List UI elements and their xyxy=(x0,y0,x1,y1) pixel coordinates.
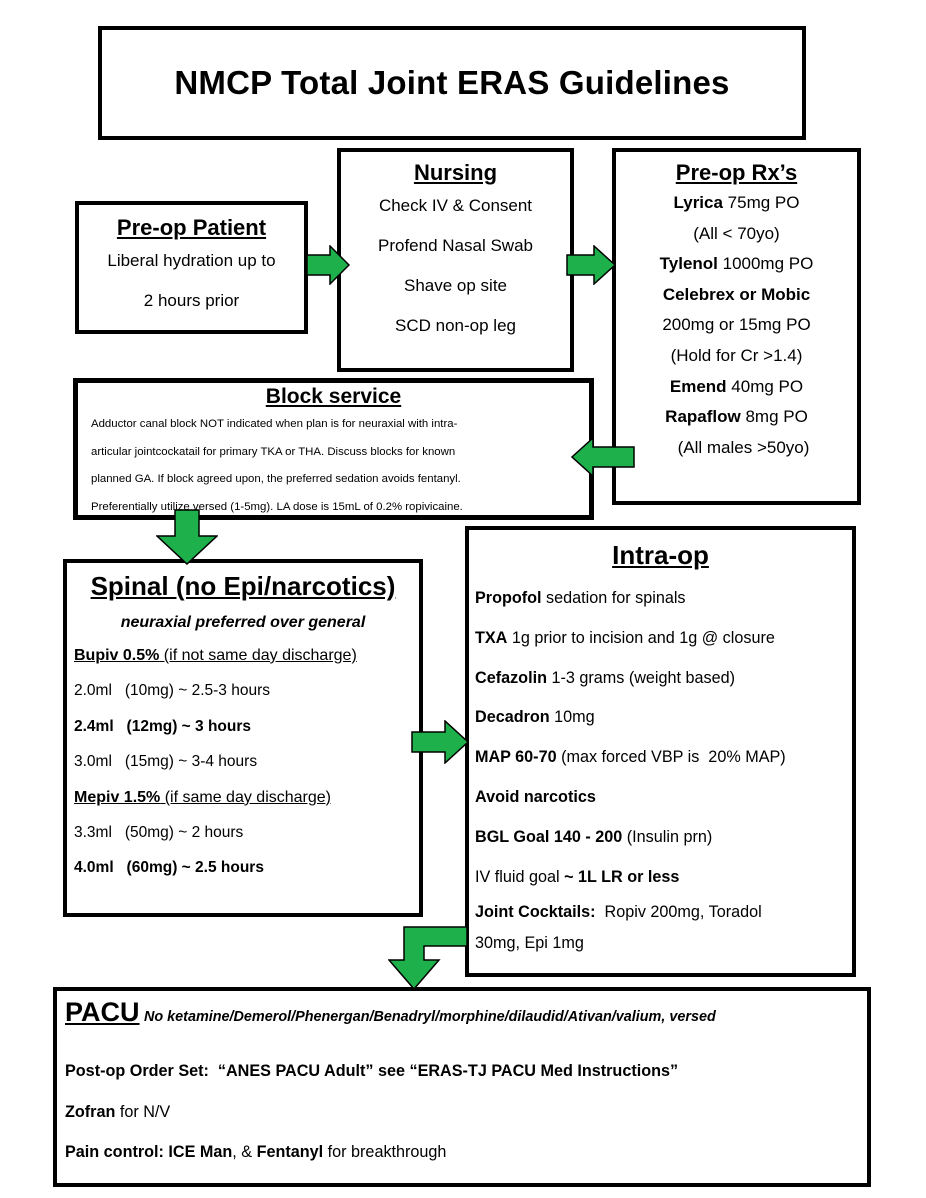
pacu-heading: PACU xyxy=(65,997,140,1027)
celebrex-note: (Hold for Cr >1.4) xyxy=(670,345,803,365)
bgl-line: BGL Goal 140 - 200 (Insulin prn) xyxy=(475,818,852,858)
cefazolin-line: Cefazolin 1-3 grams (weight based) xyxy=(475,659,852,699)
pacu-header: PACU No ketamine/Demerol/Phenergan/Benad… xyxy=(65,997,716,1028)
decadron-line: Decadron 10mg xyxy=(475,698,852,738)
emend-name: Emend xyxy=(669,376,727,396)
arrow-bent-down-icon xyxy=(388,926,468,990)
nursing-heading: Nursing xyxy=(413,160,498,185)
tylenol-name: Tylenol xyxy=(659,254,718,274)
spinal-box: Spinal (no Epi/narcotics) neuraxial pref… xyxy=(63,559,423,917)
mepiv-dose-row: 4.0ml (60mg) ~ 2.5 hours xyxy=(74,859,264,877)
iv-fluid-goal: ~ 1L LR or less xyxy=(564,867,680,886)
page-title: NMCP Total Joint ERAS Guidelines xyxy=(174,64,730,101)
celebrex-dose: 200mg or 15mg PO xyxy=(662,315,811,335)
propofol-detail: sedation for spinals xyxy=(541,589,686,607)
arrow-right-icon xyxy=(566,245,616,285)
nursing-item: SCD non-op leg xyxy=(395,316,516,335)
decadron-detail: 10mg xyxy=(549,708,595,727)
fentanyl-name: Fentanyl xyxy=(256,1143,324,1161)
lyrica-line: Lyrica 75mg PO xyxy=(616,188,857,219)
bupiv-dose-row: 2.4ml (12mg) ~ 3 hours xyxy=(74,717,252,735)
rapaflow-line: Rapaflow 8mg PO xyxy=(616,402,857,433)
zofran-line: Zofran for N/V xyxy=(65,1092,678,1133)
nursing-item: Shave op site xyxy=(403,276,507,295)
cefazolin-name: Cefazolin xyxy=(475,668,547,687)
preop-patient-box: Pre-op Patient Liberal hydration up to 2… xyxy=(75,201,308,334)
block-service-line: Adductor canal block NOT indicated when … xyxy=(91,418,458,430)
map-target: MAP 60-70 xyxy=(475,748,557,767)
joint-cocktail-line2: 30mg, Epi 1mg xyxy=(475,934,584,953)
pacu-box: PACU No ketamine/Demerol/Phenergan/Benad… xyxy=(53,987,871,1187)
zofran-name: Zofran xyxy=(65,1102,116,1121)
preop-rx-box: Pre-op Rx’s Lyrica 75mg PO (All < 70yo) … xyxy=(612,148,861,505)
decadron-name: Decadron xyxy=(475,708,550,727)
arrow-down-icon xyxy=(156,509,218,565)
lyrica-dose: 75mg PO xyxy=(722,193,800,212)
celebrex-name: Celebrex or Mobic xyxy=(662,284,811,304)
spinal-subheading: neuraxial preferred over general xyxy=(120,614,366,631)
joint-cocktail-label: Joint Cocktails: xyxy=(475,903,596,922)
bupiv-condition: (if not same day discharge) xyxy=(159,647,357,664)
intra-op-heading: Intra-op xyxy=(612,540,709,570)
pain-control-label: Pain control: ICE Man xyxy=(65,1143,233,1161)
block-service-box: Block service Adductor canal block NOT i… xyxy=(73,378,594,520)
cefazolin-detail: 1-3 grams (weight based) xyxy=(546,668,735,687)
block-service-line: Preferentially utilize versed (1-5mg). L… xyxy=(91,500,463,513)
mepiv-heading: Mepiv 1.5% (if same day discharge) xyxy=(74,780,419,815)
propofol-name: Propofol xyxy=(475,589,542,607)
joint-cocktail-detail: Ropiv 200mg, Toradol xyxy=(595,903,762,922)
txa-line: TXA 1g prior to incision and 1g @ closur… xyxy=(475,619,852,659)
txa-detail: 1g prior to incision and 1g @ closure xyxy=(507,628,775,647)
nursing-item: Check IV & Consent xyxy=(378,196,533,215)
bupiv-dose-row: 2.0ml (10mg) ~ 2.5-3 hours xyxy=(74,682,270,700)
propofol-line: Propofol sedation for spinals xyxy=(475,579,852,619)
nursing-item: Profend Nasal Swab xyxy=(378,236,533,255)
arrow-right-icon xyxy=(306,245,350,285)
preop-patient-line1: Liberal hydration up to xyxy=(107,251,276,270)
lyrica-note: (All < 70yo) xyxy=(693,223,780,243)
preop-rx-heading: Pre-op Rx’s xyxy=(675,160,798,185)
mepiv-dose-row: 3.3ml (50mg) ~ 2 hours xyxy=(74,824,244,842)
pain-control-detail: for breakthrough xyxy=(323,1143,447,1161)
preop-patient-heading: Pre-op Patient xyxy=(116,215,267,240)
map-line: MAP 60-70 (max forced VBP is 20% MAP) xyxy=(475,738,852,778)
rapaflow-dose: 8mg PO xyxy=(740,407,808,427)
txa-name: TXA xyxy=(475,628,508,647)
iv-fluid-label: IV fluid goal xyxy=(475,867,565,886)
map-detail: (max forced VBP is 20% MAP) xyxy=(556,748,786,767)
iv-fluid-line: IV fluid goal ~ 1L LR or less xyxy=(475,858,852,898)
bupiv-dose-row: 3.0ml (15mg) ~ 3-4 hours xyxy=(74,753,258,771)
rapaflow-note: (All males >50yo) xyxy=(677,437,810,457)
nursing-box: Nursing Check IV & Consent Profend Nasal… xyxy=(337,148,574,372)
arrow-left-icon xyxy=(571,437,635,477)
pain-control-line: Pain control: ICE Man, & Fentanyl for br… xyxy=(65,1132,678,1173)
lyrica-name: Lyrica xyxy=(673,193,723,212)
avoid-narcotics: Avoid narcotics xyxy=(475,787,596,806)
bgl-goal: BGL Goal 140 - 200 xyxy=(475,827,623,846)
title-box: NMCP Total Joint ERAS Guidelines xyxy=(98,26,806,140)
bgl-detail: (Insulin prn) xyxy=(622,827,713,846)
order-set-line: Post-op Order Set: “ANES PACU Adult” see… xyxy=(65,1062,679,1080)
emend-dose: 40mg PO xyxy=(726,376,804,396)
block-service-line: articular jointcockatail for primary TKA… xyxy=(91,445,456,458)
bupiv-heading: Bupiv 0.5% (if not same day discharge) xyxy=(74,638,419,673)
block-service-line: planned GA. If block agreed upon, the pr… xyxy=(91,473,461,485)
mepiv-name: Mepiv 1.5% xyxy=(74,788,161,806)
arrow-right-icon xyxy=(411,720,469,764)
celebrex-line: Celebrex or Mobic xyxy=(616,280,857,311)
pain-control-sep: , & xyxy=(232,1143,257,1161)
zofran-detail: for N/V xyxy=(115,1102,171,1121)
pacu-exclusions: No ketamine/Demerol/Phenergan/Benadryl/m… xyxy=(143,1009,716,1025)
tylenol-dose: 1000mg PO xyxy=(717,254,814,274)
spinal-heading: Spinal (no Epi/narcotics) xyxy=(90,571,396,601)
preop-patient-line2: 2 hours prior xyxy=(143,291,240,310)
bupiv-name: Bupiv 0.5% xyxy=(74,647,160,664)
joint-cocktail-line: Joint Cocktails: Ropiv 200mg, Toradol xyxy=(475,897,852,928)
tylenol-line: Tylenol 1000mg PO xyxy=(616,249,857,280)
intra-op-box: Intra-op Propofol sedation for spinals T… xyxy=(465,526,856,977)
block-service-heading: Block service xyxy=(265,385,402,408)
rapaflow-name: Rapaflow xyxy=(665,407,741,427)
mepiv-condition: (if same day discharge) xyxy=(160,788,331,806)
emend-line: Emend 40mg PO xyxy=(616,372,857,403)
